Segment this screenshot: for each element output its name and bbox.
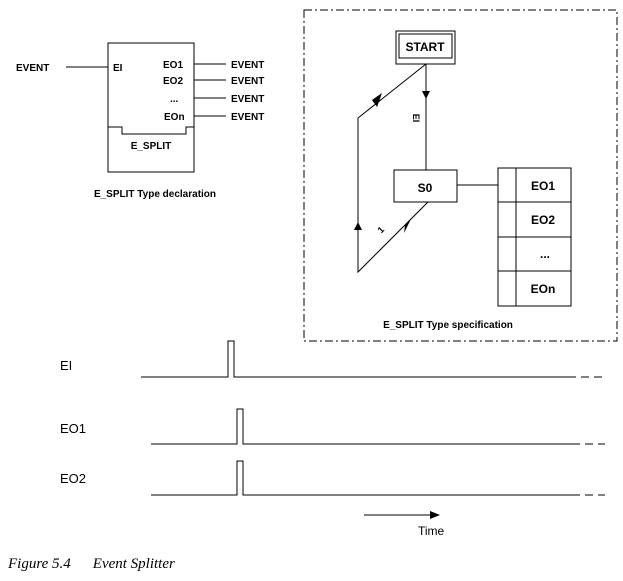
type-specification: START EI S0 1 EO1 EO2 ... EOn E_SPLIT Ty… xyxy=(303,9,618,342)
action-eo1: EO1 xyxy=(531,179,555,193)
input-event-type-label: EVENT xyxy=(16,63,49,74)
output-type-eon: EVENT xyxy=(231,112,264,123)
output-type-ellipsis: EVENT xyxy=(231,94,264,105)
waveform-eo1 xyxy=(151,408,572,445)
arrow-s0-return xyxy=(404,219,411,233)
action-eon: EOn xyxy=(531,282,556,296)
transition-s0-to-start xyxy=(357,63,429,274)
function-block-body xyxy=(107,126,195,173)
output-port-eo2: EO2 xyxy=(163,76,183,87)
transition-ei-label: EI xyxy=(411,114,421,123)
waveform-ei xyxy=(141,340,568,378)
block-name-label: E_SPLIT xyxy=(131,141,172,152)
output-port-ellipsis: ... xyxy=(170,94,179,105)
type-specification-caption: E_SPLIT Type specification xyxy=(383,320,513,331)
action-ellipsis: ... xyxy=(540,247,550,261)
transition-1-label: 1 xyxy=(376,225,387,236)
state-s0-label: S0 xyxy=(418,181,433,195)
action-eo2: EO2 xyxy=(531,213,555,227)
start-state-label: START xyxy=(405,40,445,54)
state-s0-box xyxy=(393,169,458,203)
input-port-label: EI xyxy=(113,63,123,74)
specification-frame xyxy=(303,9,618,342)
time-label: Time xyxy=(418,524,445,538)
arrow-start-to-s0 xyxy=(422,91,430,99)
time-arrow-head xyxy=(430,511,440,519)
arrow-return-up xyxy=(354,222,362,230)
type-declaration: EVENT EI EO1 EO2 ... EOn EVENT EVENT EVE… xyxy=(16,42,264,200)
figure-number: Figure 5.4 xyxy=(8,556,71,572)
output-type-eo2: EVENT xyxy=(231,76,264,87)
waveform-eo2 xyxy=(151,460,572,496)
type-declaration-caption: E_SPLIT Type declaration xyxy=(94,189,216,200)
figure-title: Event Splitter xyxy=(92,556,175,572)
event-splitter-diagram: EVENT EI EO1 EO2 ... EOn EVENT EVENT EVE… xyxy=(16,9,618,538)
signal-label-eo2: EO2 xyxy=(60,471,86,486)
start-state-inner xyxy=(398,33,453,59)
figure-caption: Figure 5.4 Event Splitter xyxy=(8,556,175,573)
output-type-eo1: EVENT xyxy=(231,60,264,71)
timing-diagram: EI EO1 EO2 Time xyxy=(60,340,605,538)
output-port-eo1: EO1 xyxy=(163,60,183,71)
output-port-eon: EOn xyxy=(164,112,185,123)
arrow-return-to-start xyxy=(372,93,382,107)
signal-label-eo1: EO1 xyxy=(60,421,86,436)
signal-label-ei: EI xyxy=(60,358,72,373)
